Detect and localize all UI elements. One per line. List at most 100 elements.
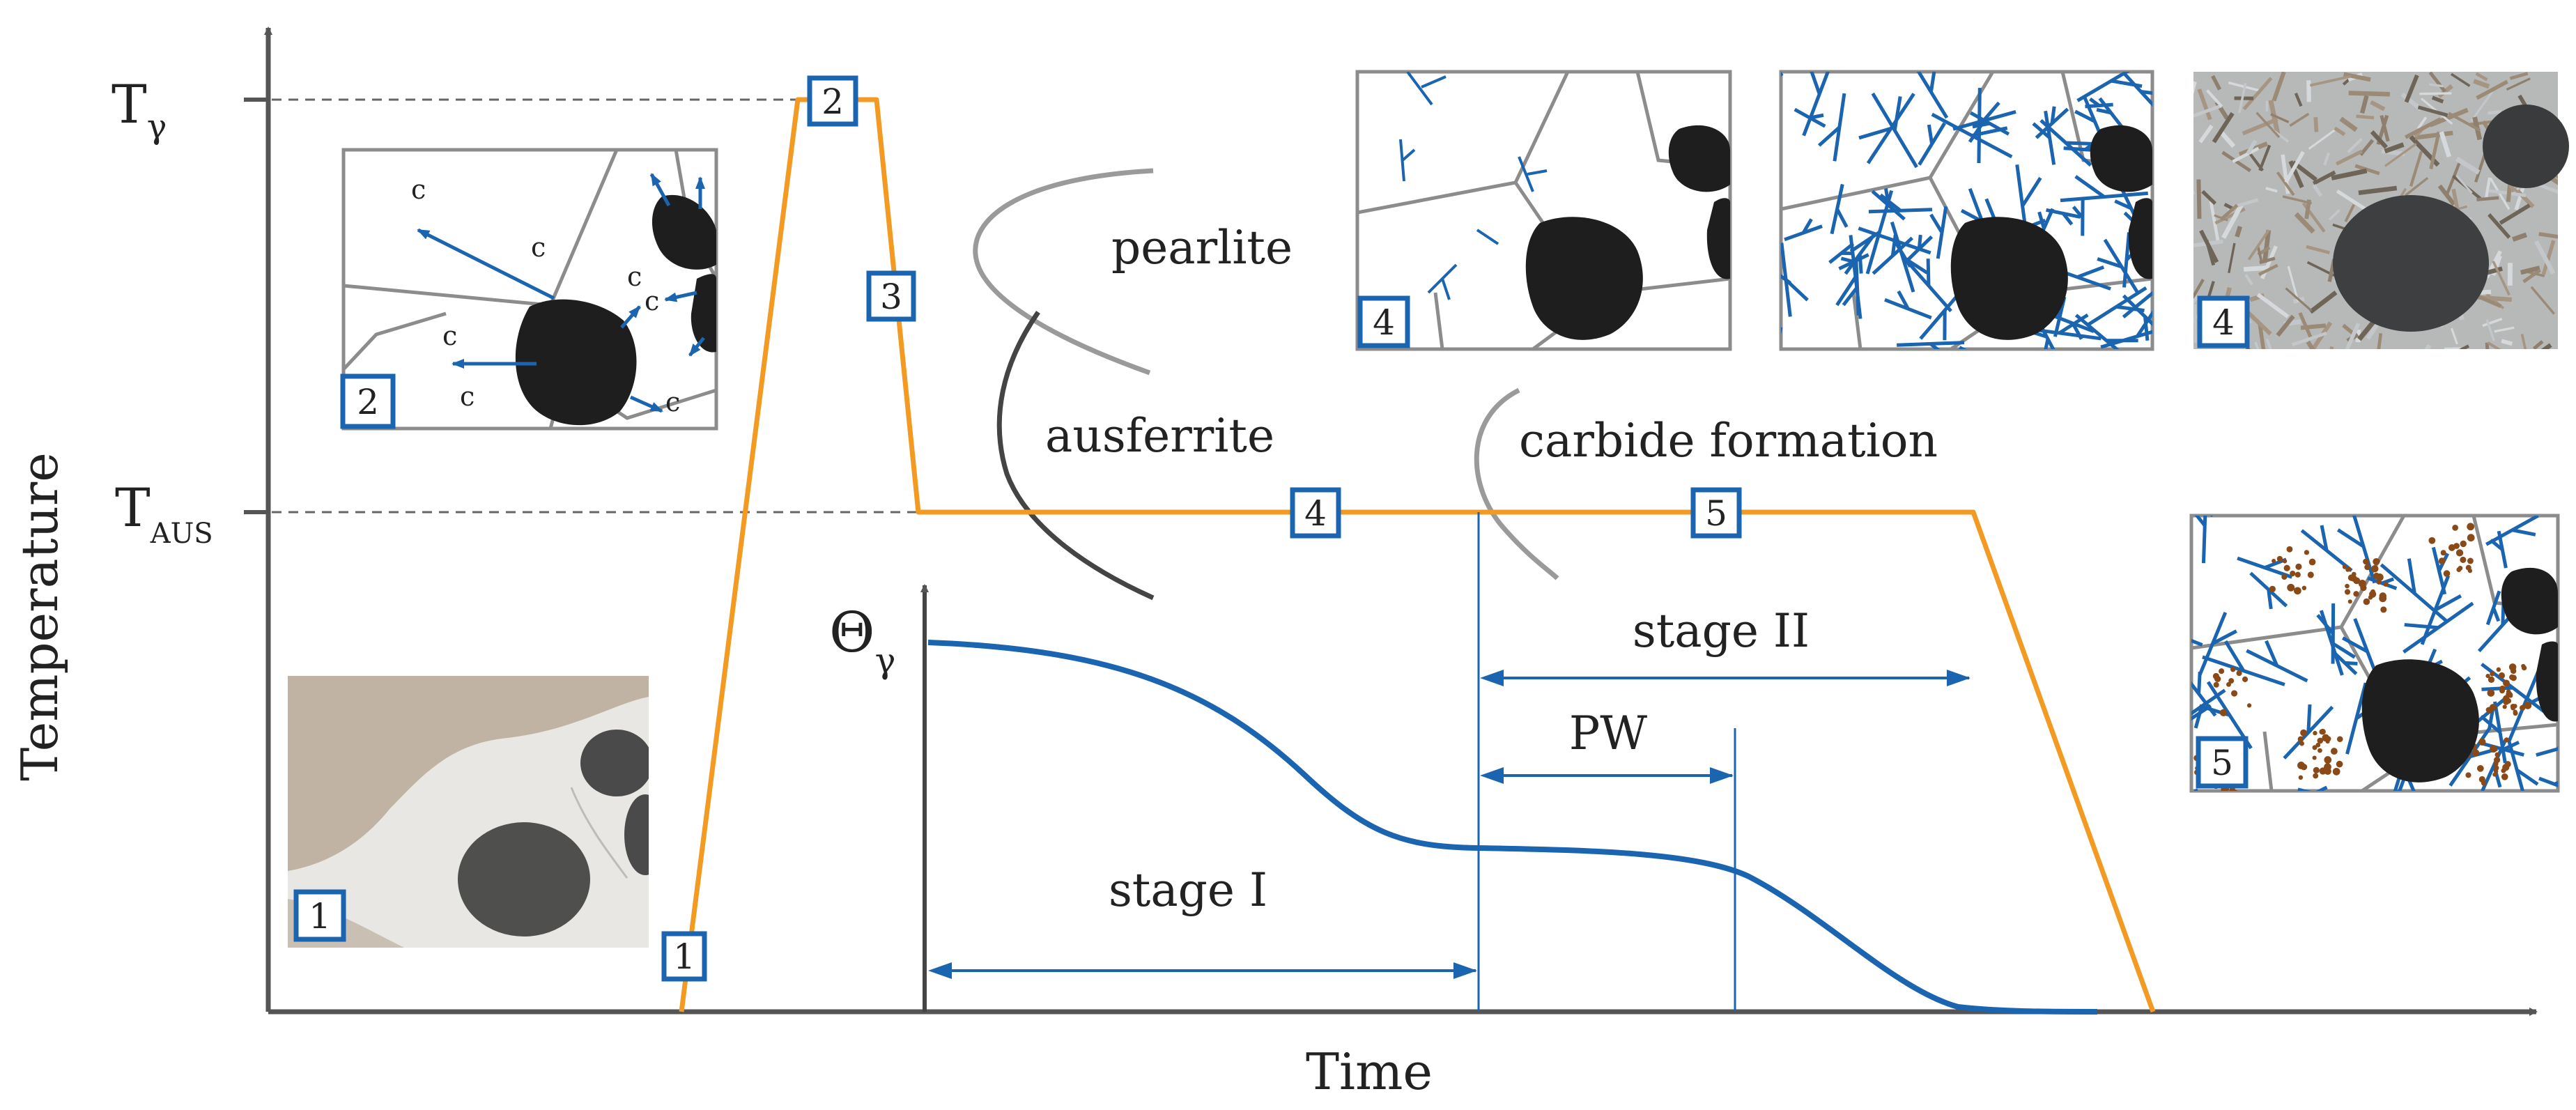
ferrite-needle-icon [2300,525,2353,572]
microstructure-texture [2533,240,2556,275]
microstructure-texture [2284,151,2305,183]
microstructure-texture [2193,304,2197,343]
microstructure-texture [2538,231,2558,239]
ferrite-needle-icon [2072,199,2085,236]
step-box-4-profile: 4 [1290,487,1341,539]
microstructure-texture [2289,112,2310,127]
carbide-particle [2317,748,2322,753]
carbide-particle [2213,681,2219,688]
ferrite-needle-icon [2039,118,2093,167]
ferrite-needle-icon [2316,603,2336,664]
microstructure-texture [2400,92,2423,111]
carbide-particle [2295,563,2302,570]
microstructure-texture [2243,265,2267,272]
carbon-diffusion-arrow-icon [417,228,555,300]
microstructure-texture [2294,93,2303,107]
svg-text:5: 5 [2211,743,2233,783]
microstructure-texture [2499,203,2531,225]
carbide-particle [2212,794,2219,800]
ferrite-needle-icon [2122,72,2152,107]
carbide-particle [2501,773,2508,780]
carbide-particle [2460,540,2467,548]
carbide-particle [2312,755,2317,760]
carbide-particle [2485,674,2490,679]
microstructure-texture [2201,190,2217,206]
ausferrite-label: ausferrite [1045,409,1274,463]
ferrite-needle-icon [2283,704,2334,760]
ferrite-needle-icon [2297,785,2328,791]
microstructure-texture [2416,116,2428,130]
carbide-particle [2281,573,2288,580]
carbide-particle [2313,773,2319,779]
carbide-particle [2353,591,2359,597]
carbide-particle [2301,585,2307,591]
graphite-nodule-icon [2128,198,2152,279]
graphite-nodule-icon [1950,217,2068,340]
ferrite-needle-icon [2538,776,2558,787]
carbon-label: c [460,381,475,412]
microstructure-texture [2258,323,2266,349]
microstructure-texture [2212,111,2235,144]
carbide-particle [2344,589,2351,595]
ferrite-needle-icon [1802,72,1830,137]
microstructure-texture [2476,79,2508,100]
process-window-arrow-head-left [1480,767,1504,784]
microstructure-texture [2488,109,2502,115]
microstructure-texture [2235,226,2243,238]
carbide-particle [2490,671,2495,677]
step-box-4-micrograph-b: 4 [2197,295,2250,348]
carbide-particle [2342,564,2347,569]
microstructure-texture [2306,340,2315,349]
microstructure-texture [2196,179,2202,219]
ferrite-needle-icon [1897,341,1965,349]
microstructure-texture [2532,340,2544,349]
ferrite-needle-icon [2480,701,2507,764]
y-axis-label: Temperature [10,452,69,781]
microstructure-texture [2258,263,2278,276]
microstructure-texture [2380,115,2390,142]
carbide-particle [2478,776,2485,783]
carbide-particle [2448,544,2455,551]
ferrite-needle-icon [1918,122,1946,166]
graphite-nodule-icon [691,274,716,353]
microstructure-texture [2336,149,2363,166]
ferrite-needle-icon [1884,290,1932,320]
carbide-particle [2478,738,2486,746]
microstructure-texture [2405,117,2442,139]
carbide-particle [2286,546,2293,553]
microstructure-texture [2487,341,2501,349]
carbide-particle [2242,676,2249,682]
ferrite-needle-icon [1817,93,1846,162]
carbide-particle [2371,564,2379,573]
microstructure-texture [2291,331,2327,346]
microstructure-texture [2193,239,2223,248]
microstructure-texture [2370,100,2386,111]
microstructure-texture [2238,141,2268,157]
graphite-nodule-icon [2536,641,2558,722]
carbide-particle [2506,689,2511,695]
carbide-particle [2499,688,2506,694]
microstructure-texture [2431,95,2444,104]
microstructure-texture [2492,261,2511,296]
carbon-label: c [627,261,642,292]
step-box-2-micrograph: 2 [340,373,396,429]
ferrite-needle-icon [2396,776,2407,791]
ferrite-needle-icon [1929,206,1948,259]
ferrite-needle-icon [2536,746,2558,757]
carbide-particle [2489,704,2497,711]
micrograph-1-as-cast [288,676,649,948]
microstructure-texture [2256,293,2290,318]
pearlite-label: pearlite [1111,221,1293,275]
microstructure-texture [2459,344,2470,349]
step-box-1-micrograph: 1 [293,889,346,942]
carbide-particle [2220,792,2227,799]
step-box-4-micrograph-a: 4 [1357,295,1410,348]
ferrite-needle-icon [1830,183,1849,235]
carbide-particle [2304,550,2310,555]
microstructure-texture [2509,72,2529,80]
ferrite-needle-icon [1858,93,1915,164]
carbide-particle [2379,592,2386,600]
step-box-1-profile: 1 [661,931,707,982]
microstructure-texture [2238,82,2247,114]
